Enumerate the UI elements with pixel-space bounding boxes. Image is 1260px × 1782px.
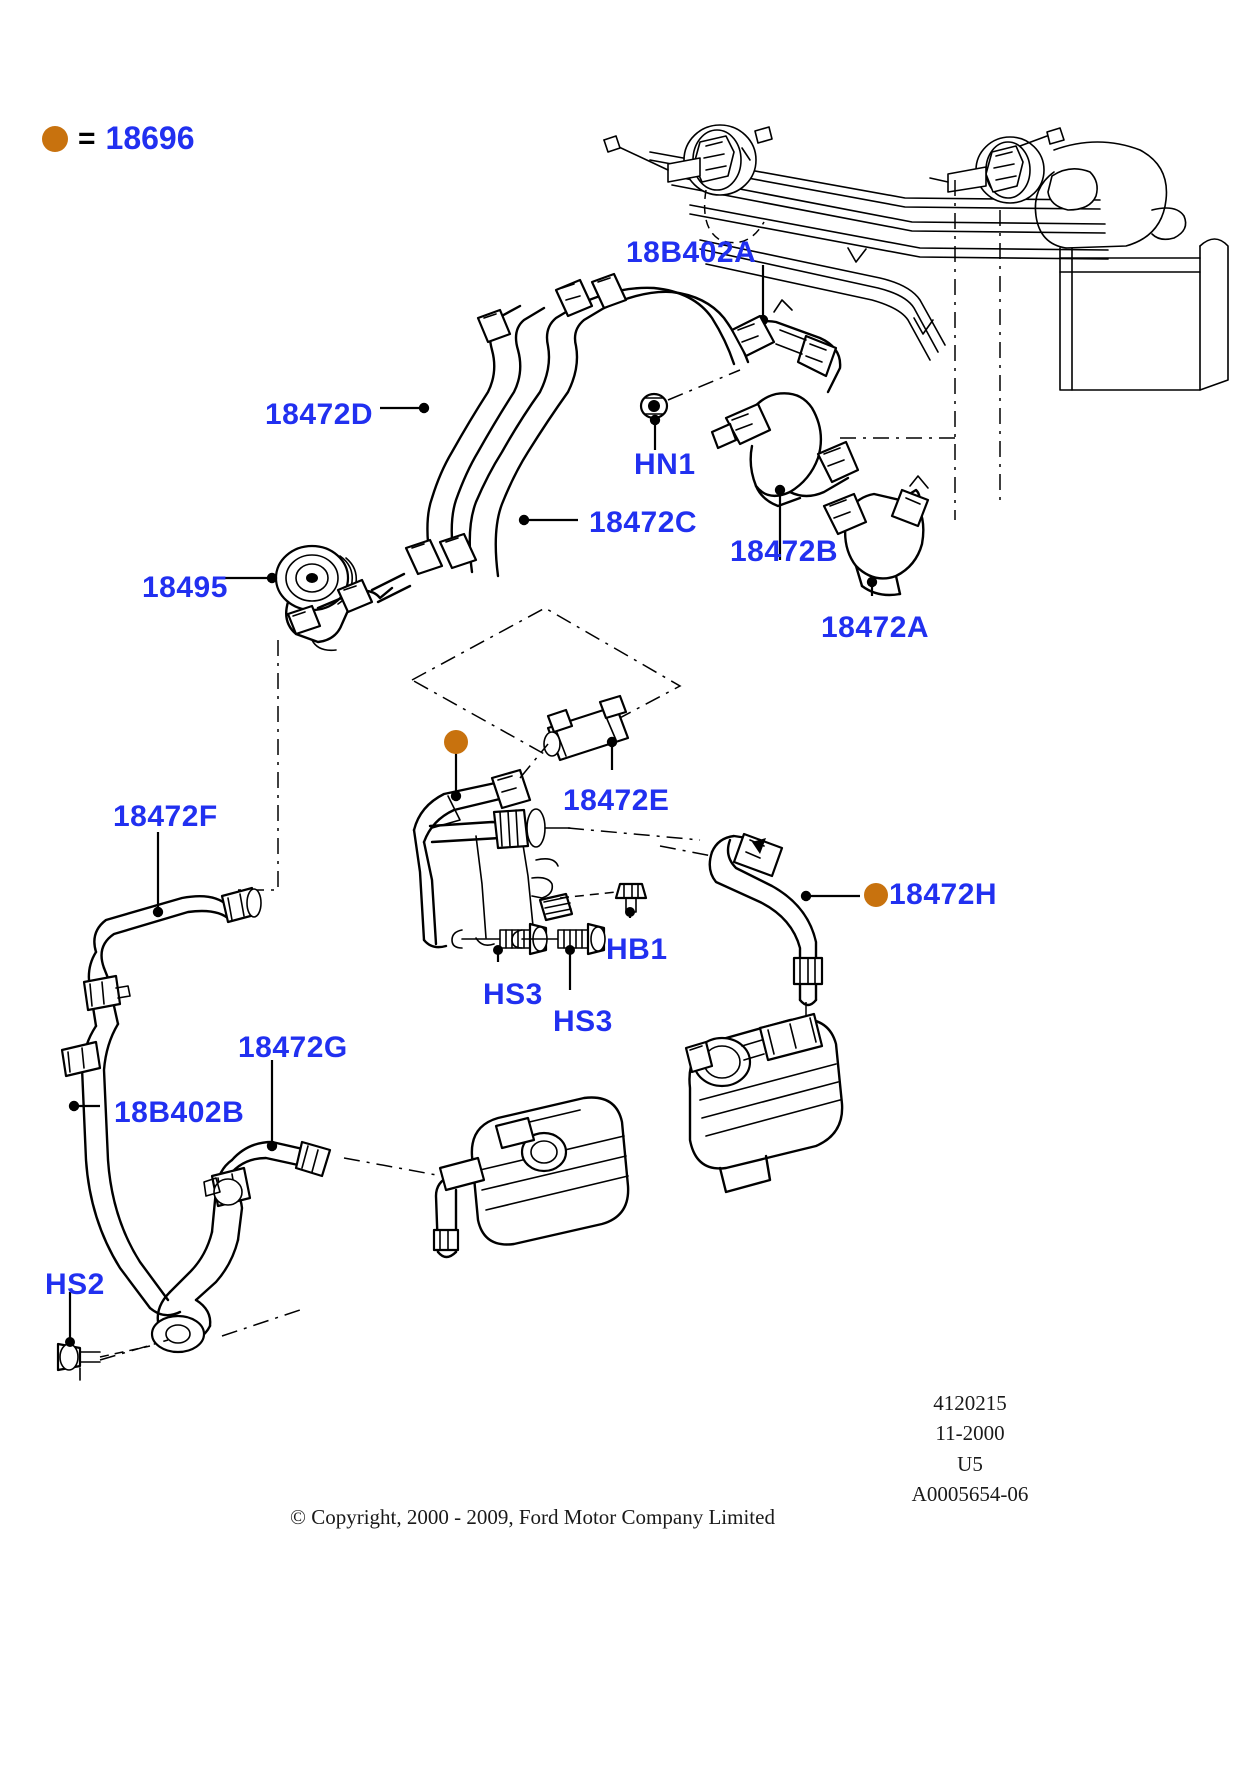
footer-drawing-info: 4120215 11-2000 U5 A0005654-06 <box>880 1388 1060 1510</box>
part-label-18472D: 18472D <box>265 398 374 431</box>
part-label-18472F: 18472F <box>113 800 218 833</box>
legend-equals: = <box>78 121 96 155</box>
part-label-18472G: 18472G <box>238 1031 348 1064</box>
footer-figure-code: A0005654-06 <box>911 1482 1029 1507</box>
art-hose-18472B <box>710 299 860 508</box>
part-label-HB1: HB1 <box>606 933 668 966</box>
footer-date: 11-2000 <box>935 1421 1005 1446</box>
part-label-18472E: 18472E <box>563 784 670 817</box>
legend-part-number: 18696 <box>105 120 195 156</box>
center-dashdot-outline <box>410 607 682 757</box>
art-hose-18472E <box>412 694 701 949</box>
part-label-18B402A: 18B402A <box>626 236 757 269</box>
art-screws <box>451 882 648 956</box>
part-label-18472C: 18472C <box>589 506 698 539</box>
part-label-18B402B: 18B402B <box>114 1096 245 1129</box>
art-hose-18B402B <box>60 1022 182 1317</box>
footer-copyright: © Copyright, 2000 - 2009, Ford Motor Com… <box>290 1505 775 1529</box>
footer-revision: U5 <box>957 1451 983 1476</box>
marker-dot-18472H <box>864 883 888 907</box>
art-hs2-screw <box>56 1342 151 1381</box>
art-hose-18472G <box>99 1140 332 1361</box>
legend: = 18696 <box>42 120 195 157</box>
art-hose-18472H <box>659 832 824 1050</box>
art-hn1-nut <box>639 369 741 420</box>
part-label-18472A: 18472A <box>821 611 930 644</box>
art-hose-18472D-18472C <box>404 272 750 578</box>
part-label-HN1: HN1 <box>634 448 696 481</box>
art-hose-18472F <box>82 886 262 1028</box>
part-label-HS2: HS2 <box>45 1268 105 1301</box>
footer-drawing-number: 4120215 <box>933 1391 1007 1415</box>
part-label-18472H: 18472H <box>889 878 998 911</box>
art-top-chassis <box>603 124 1229 520</box>
part-label-HS3-first: HS3 <box>483 978 543 1011</box>
part-label-HS3-second: HS3 <box>553 1005 613 1038</box>
art-right-housing <box>684 1012 844 1194</box>
art-18495-valve <box>274 544 412 652</box>
marker-dot-18696-center <box>444 730 468 754</box>
art-center-oilcooler <box>343 1096 630 1259</box>
part-label-18495: 18495 <box>142 571 228 604</box>
part-label-18472H-group: 18472H <box>864 880 997 910</box>
part-label-18472B: 18472B <box>730 535 839 568</box>
art-hose-18472A <box>822 475 930 597</box>
legend-marker-dot <box>42 125 68 152</box>
